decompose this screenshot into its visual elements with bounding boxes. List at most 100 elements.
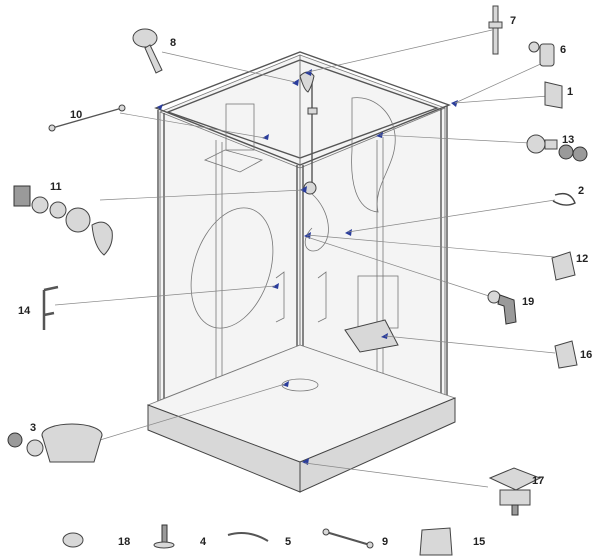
- part-9-pipe: [322, 528, 374, 549]
- arrow-panel-1: [451, 100, 458, 107]
- rod-end-left: [48, 124, 56, 132]
- leader-14: [54, 285, 276, 306]
- mixer-ring-1: [31, 196, 49, 214]
- callout-18: 18: [118, 536, 130, 548]
- left-oval-decoration: [190, 207, 274, 329]
- leader-3: [99, 383, 286, 441]
- right-door-handle: [317, 271, 327, 323]
- elbow-nut: [528, 41, 540, 53]
- arrow-rail-1: [262, 134, 269, 140]
- arrow-drain-3: [282, 381, 289, 387]
- corner-seat-top: [203, 149, 264, 173]
- part-16-seal-strip: [554, 340, 578, 369]
- callout-12: 12: [576, 253, 588, 265]
- part-1-glass-panel: [544, 81, 563, 109]
- top-frame-inner: [165, 59, 440, 159]
- arrow-mixer-11: [300, 186, 307, 193]
- riser-bracket: [307, 107, 318, 115]
- part-14-handle: [42, 285, 59, 330]
- part-12-seal-strip: [551, 251, 576, 281]
- shower-cabin: [146, 51, 457, 493]
- callout-9: 9: [382, 536, 388, 548]
- mixer-ring-2: [49, 201, 67, 219]
- part-7-slide-rail: [488, 5, 503, 55]
- leader-17: [304, 462, 489, 488]
- callout-19: 19: [522, 296, 534, 308]
- leader-10: [119, 112, 266, 139]
- part-11-mixer: [13, 185, 113, 256]
- drain-nut: [7, 432, 23, 448]
- back-shelf-left: [225, 103, 255, 151]
- callout-14: 14: [18, 305, 31, 317]
- callout-10: 10: [70, 109, 82, 121]
- slide-rail-bracket: [488, 21, 503, 29]
- callout-8: 8: [170, 37, 176, 49]
- callout-15: 15: [473, 536, 485, 548]
- arrow-head-8: [292, 79, 299, 86]
- bolt-shaft: [161, 524, 168, 544]
- shower-head: [132, 28, 158, 48]
- leader-6: [454, 61, 546, 104]
- corner-seat: [344, 319, 399, 353]
- nozzle-nut: [558, 144, 574, 160]
- right-wave-decoration: [351, 97, 396, 213]
- arrow-handle-14: [272, 283, 279, 289]
- leader-lines: [54, 29, 556, 488]
- callout-5: 5: [285, 536, 291, 548]
- part-4-bolt: [153, 524, 175, 549]
- arrow-seal-12: [304, 232, 311, 239]
- part-10-rod: [48, 104, 126, 132]
- top-frame: [154, 51, 451, 166]
- part-2-hose: [552, 192, 576, 206]
- nozzle-flange: [526, 134, 546, 154]
- drain-gasket: [26, 439, 44, 457]
- fitting-body: [497, 294, 517, 325]
- part-8-shower-head: [132, 28, 163, 74]
- slide-rail-bar: [492, 5, 499, 55]
- callout-labels: 1 2 3 4 5 6 7 8 9 10 11 12 13 14 15 16 1…: [18, 15, 592, 548]
- indicator-arrows: [157, 69, 458, 465]
- leader-16: [384, 335, 556, 354]
- arrow-glass-top-left: [157, 104, 163, 110]
- tray-front-right: [299, 397, 456, 493]
- arrow-hose-2: [345, 229, 352, 236]
- part-5-cable: [227, 532, 269, 542]
- part-6-elbow: [528, 41, 555, 67]
- callout-16: 16: [580, 349, 592, 361]
- leader-13: [379, 134, 531, 144]
- nozzle-body: [544, 139, 558, 150]
- mixer-lever: [91, 221, 113, 256]
- callout-2: 2: [578, 185, 584, 197]
- part-13-nozzle-set: [526, 134, 588, 162]
- leader-19: [306, 236, 493, 298]
- mixer-cover: [65, 207, 91, 233]
- drain-body: [41, 434, 103, 463]
- leader-2: [347, 199, 556, 233]
- shower-head-handle: [144, 44, 163, 74]
- pipe-end-left: [322, 528, 330, 536]
- part-15-bag: [419, 527, 453, 556]
- handle-bar: [42, 285, 59, 330]
- foot-base: [499, 489, 531, 506]
- leader-12: [306, 234, 556, 258]
- part-3-drain: [7, 423, 103, 463]
- leader-7: [307, 29, 493, 73]
- left-door-handle: [275, 271, 285, 323]
- foot-top: [488, 467, 542, 491]
- part-17-corner-foot: [488, 467, 542, 516]
- leader-11: [99, 189, 304, 201]
- callout-4: 4: [200, 536, 207, 548]
- part-18-ring: [62, 532, 84, 548]
- callout-7: 7: [510, 15, 516, 27]
- callout-11: 11: [50, 181, 62, 193]
- rod-end-right: [118, 104, 126, 112]
- nozzle-cap: [572, 146, 588, 162]
- arrow-rail-7: [305, 69, 312, 76]
- leader-8: [161, 51, 296, 83]
- leader-1: [454, 95, 549, 104]
- callout-17: 17: [532, 475, 544, 487]
- elbow-body: [539, 43, 555, 67]
- arrow-seal-16: [381, 333, 388, 339]
- rod-bar: [51, 107, 123, 129]
- pipe-bar: [325, 531, 371, 546]
